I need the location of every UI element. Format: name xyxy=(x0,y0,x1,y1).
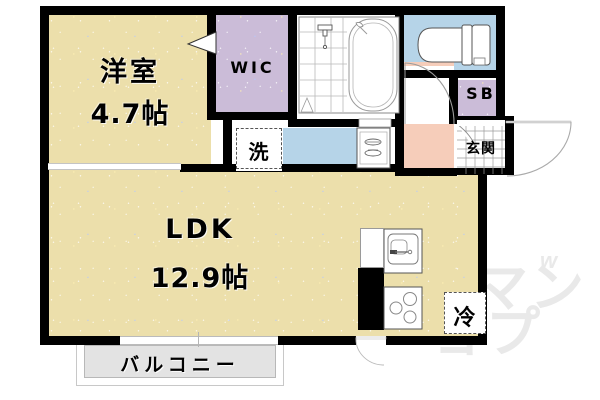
wall-sb-left xyxy=(449,70,458,124)
wall-outer-right-lower xyxy=(478,168,487,344)
wall-wic-left xyxy=(207,6,216,119)
room-fill-washitsu xyxy=(48,14,211,169)
wall-outer-left xyxy=(40,6,49,344)
wall-wic-bottom xyxy=(207,112,297,120)
bathroom-fixtures xyxy=(298,16,400,114)
wall-wic-right xyxy=(288,6,297,119)
genkan-label: 玄関 xyxy=(466,141,496,157)
fridge-space xyxy=(444,292,486,334)
washer-label: 洗 xyxy=(248,140,270,164)
gas-stove-icon xyxy=(383,286,423,330)
washitsu-ldk-partition[interactable] xyxy=(48,163,181,170)
wall-washroom-left xyxy=(223,119,232,172)
wall-genkan-right xyxy=(505,116,514,174)
balcony-sliding-door[interactable] xyxy=(120,336,278,345)
room-fill-hall-lower xyxy=(402,130,454,173)
wall-washitsu-bottom-left xyxy=(40,166,48,174)
wall-washroom-bottom xyxy=(231,164,404,172)
washer-space xyxy=(236,128,282,169)
ldk-label: LDK xyxy=(165,214,235,245)
kitchen-door-arc xyxy=(355,336,387,366)
wall-toilet-right xyxy=(496,6,505,78)
folding-door-icon[interactable] xyxy=(184,30,218,56)
fridge-label: 冷 xyxy=(453,306,477,331)
genkan-step-white xyxy=(457,120,505,126)
kitchen-entry-gap xyxy=(356,336,386,345)
balcony-door-mullion xyxy=(198,332,199,347)
kitchen-base-wall xyxy=(358,268,384,330)
entrance-door-icon[interactable] xyxy=(505,120,575,178)
washitsu-area-label: 4.7帖 xyxy=(90,99,170,130)
corridor-gap xyxy=(211,117,215,169)
wall-outer-top xyxy=(40,6,505,15)
balcony-label: バルコニー xyxy=(120,354,240,376)
washbasin-floor xyxy=(283,128,358,168)
wic-label: WIC xyxy=(230,58,275,77)
balcony-area xyxy=(84,345,276,378)
vanity-mirror-icon xyxy=(358,118,392,128)
washitsu-label: 洋室 xyxy=(100,57,160,88)
room-fill-wic xyxy=(215,14,290,117)
watermark-mark: w xyxy=(540,248,560,273)
washbasin-icon xyxy=(356,127,391,169)
wall-hall-bottom xyxy=(395,168,457,176)
kitchen-sink-icon xyxy=(383,228,423,274)
wall-bath-bottom xyxy=(288,119,404,127)
shoebox-label: SB xyxy=(466,84,496,103)
wall-hall-left xyxy=(395,119,404,175)
toilet-icon xyxy=(417,24,491,66)
hall-door-icon[interactable] xyxy=(404,62,456,126)
ldk-area-label: 12.9帖 xyxy=(150,263,250,294)
kitchen-counter xyxy=(360,228,384,268)
wall-washitsu-bottom xyxy=(180,164,223,172)
